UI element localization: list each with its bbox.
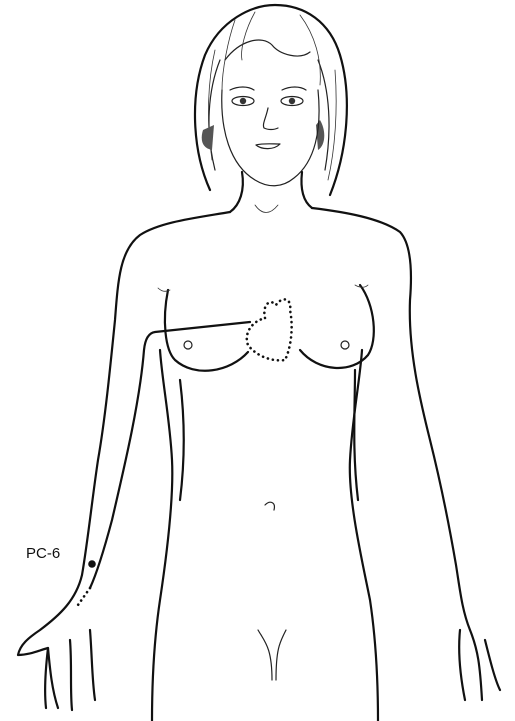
neck [230,172,312,213]
left-ear-shadow [202,125,214,150]
face [222,87,319,186]
pc6-point-marker [88,560,96,568]
meridian-dashed-segment [78,588,90,605]
hair [195,5,347,195]
torso [18,208,482,721]
left-pupil [240,98,246,104]
heart-dotted-outline [247,299,292,360]
right-pupil [289,98,295,104]
pericardium-meridian-line [90,322,250,588]
pc6-label: PC-6 [26,545,60,562]
hands [48,630,500,710]
